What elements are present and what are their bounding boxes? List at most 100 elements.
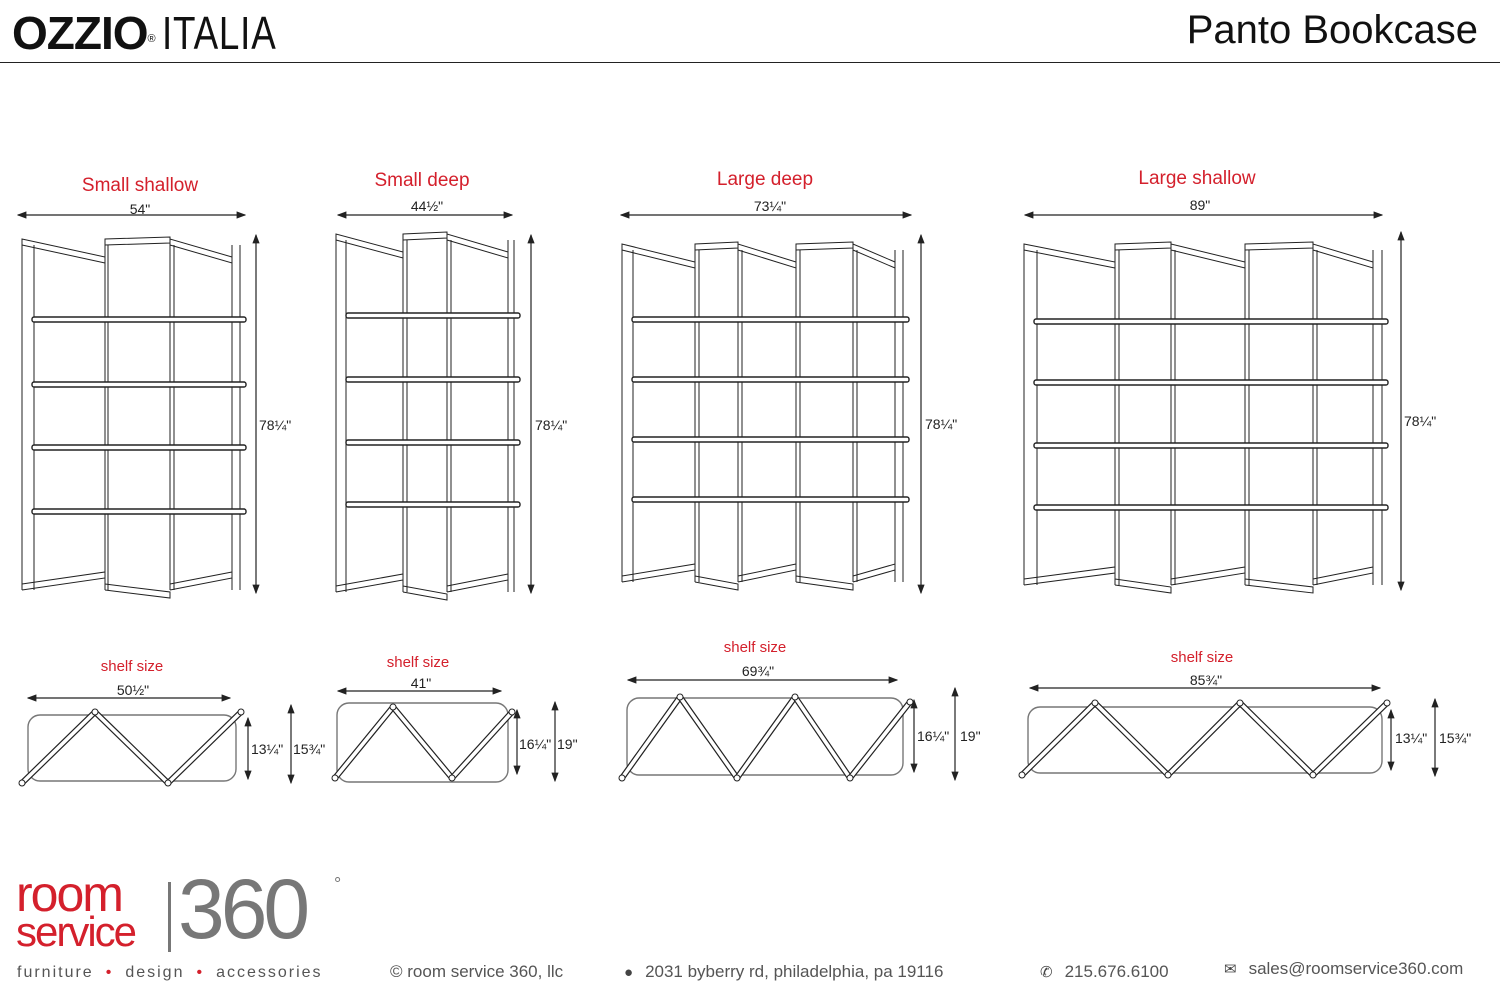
shelf-outline — [626, 697, 904, 776]
shelf — [631, 316, 910, 323]
tagline: furniture•design•accessories — [17, 964, 323, 981]
bookcase-base-panel — [694, 575, 739, 591]
phone-icon: ✆ — [1040, 964, 1053, 981]
total-depth-dim: 19" — [557, 736, 578, 752]
panel-rod-inner — [1166, 701, 1242, 777]
panel-rod-inner — [93, 710, 170, 785]
bookcase-base-panel — [169, 571, 233, 591]
hinge-joint — [1018, 771, 1026, 779]
shelf — [1033, 504, 1389, 511]
hinge-joint — [508, 708, 516, 716]
hinge-joint — [1164, 771, 1172, 779]
bookcase-base-panel — [1170, 566, 1246, 586]
envelope-icon: ✉ — [1224, 961, 1237, 978]
bookcase-top-panel — [1170, 243, 1246, 269]
bookcase-top-panel — [621, 243, 696, 269]
hinge-joint — [676, 693, 684, 701]
shelf-outline — [1027, 706, 1383, 774]
shelf — [631, 496, 910, 503]
model-name: Small shallow — [81, 175, 199, 196]
shelf — [31, 508, 247, 515]
total-depth-dim: 15¾" — [293, 741, 326, 757]
hinge-joint — [1309, 771, 1317, 779]
hinge-joint — [18, 779, 26, 787]
hinge-joint — [846, 774, 854, 782]
hinge-joint — [1236, 699, 1244, 707]
width-dim: 44½" — [410, 198, 444, 214]
bookcase-top-panel — [852, 243, 896, 269]
shelf-depth-dim: 13¼" — [1395, 730, 1428, 746]
total-depth-dim: 15¾" — [1439, 730, 1472, 746]
height-dim: 78¼" — [925, 416, 958, 432]
page-title: Panto Bookcase — [1186, 8, 1478, 52]
panel-rod-inner — [1238, 701, 1315, 777]
phone[interactable]: ✆215.676.6100 — [1040, 962, 1169, 981]
shelf-size-label: shelf size — [386, 654, 450, 671]
shelf — [31, 444, 247, 451]
bookcase-top-panel — [104, 236, 171, 246]
bookcase-base-panel — [852, 563, 896, 583]
panel-rod-inner — [735, 695, 797, 780]
hinge-joint — [164, 779, 172, 787]
bookcase-base-panel — [1244, 578, 1314, 594]
panel-rod-inner — [1093, 701, 1170, 777]
map-pin-icon: ● — [624, 964, 634, 981]
bookcase-top-panel — [446, 233, 509, 259]
hinge-joint — [791, 693, 799, 701]
bookcase-top-panel — [335, 233, 404, 259]
shelf — [1033, 379, 1389, 386]
header-divider — [0, 62, 1500, 63]
hinge-joint — [906, 698, 914, 706]
shelf-depth-dim: 13¼" — [251, 741, 284, 757]
model-name: Large deep — [716, 169, 814, 190]
shelf — [345, 439, 521, 446]
width-dim: 89" — [1189, 197, 1211, 213]
bookcase-top-panel — [737, 243, 797, 269]
bookcase-base-panel — [402, 585, 448, 601]
hinge-joint — [618, 774, 626, 782]
bookcase-top-panel — [21, 238, 106, 264]
ozzio-logo: OZZIO®ITALIA — [12, 7, 277, 59]
hinge-joint — [237, 708, 245, 716]
shelf-outline — [27, 714, 237, 782]
hinge-joint — [389, 703, 397, 711]
shelf — [1033, 318, 1389, 325]
shelf-size-label: shelf size — [100, 658, 164, 675]
shelf — [631, 436, 910, 443]
shelf — [31, 316, 247, 323]
shelf-width-dim: 69¾" — [741, 663, 775, 679]
width-dim: 54" — [129, 201, 151, 217]
copyright: © room service 360, llc — [390, 962, 564, 981]
bookcase-base-panel — [795, 575, 854, 591]
panel-rod-inner — [848, 700, 912, 780]
shelf — [345, 376, 521, 383]
bookcase-base-panel — [1312, 566, 1374, 586]
bookcase-top-panel — [1114, 241, 1172, 251]
hinge-joint — [1383, 699, 1391, 707]
panel-rod-inner — [1020, 701, 1097, 777]
panel-rod-inner — [333, 705, 395, 780]
shelf-width-dim: 50½" — [116, 682, 150, 698]
hinge-joint — [733, 774, 741, 782]
bookcase-top-panel — [1312, 243, 1374, 269]
bookcase-base-panel — [335, 573, 404, 593]
hinge-joint — [331, 774, 339, 782]
email[interactable]: ✉sales@roomservice360.com — [1224, 959, 1464, 978]
hinge-joint — [1091, 699, 1099, 707]
model-name: Small deep — [374, 170, 470, 191]
shelf-width-dim: 41" — [410, 675, 432, 691]
panel-rod-inner — [450, 710, 514, 780]
shelf-depth-dim: 16¼" — [917, 728, 950, 744]
address: ●2031 byberry rd, philadelphia, pa 19116 — [624, 962, 944, 981]
bookcase-top-panel — [1244, 241, 1314, 251]
panel-rod-inner — [166, 710, 243, 785]
panel-rod-inner — [391, 705, 454, 780]
height-dim: 78¼" — [1404, 413, 1437, 429]
bookcase-base-panel — [1114, 578, 1172, 594]
bookcase-base-panel — [737, 563, 797, 583]
panel-rod-inner — [20, 710, 97, 785]
shelf — [345, 501, 521, 508]
panel-rod-inner — [793, 695, 852, 780]
